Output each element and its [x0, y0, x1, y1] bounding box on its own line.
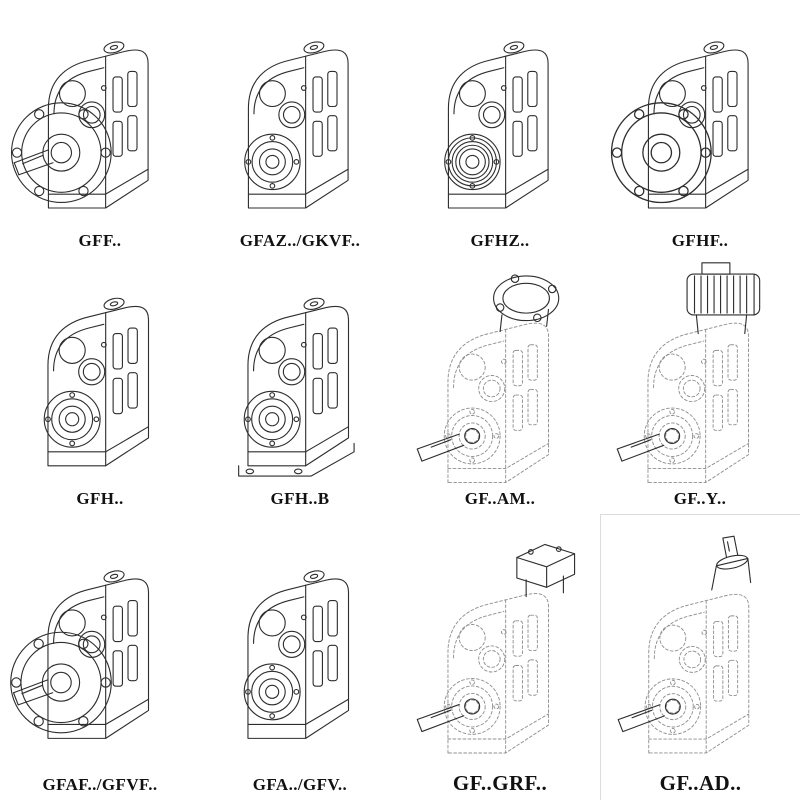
hollow-shaft-hub	[244, 134, 301, 191]
gearbox-drawing-foot-mounted	[202, 258, 398, 488]
technical-drawing	[617, 535, 752, 754]
model-label: GF..AM..	[464, 489, 536, 509]
catalog-item-gfh: GFH..	[0, 256, 200, 514]
technical-drawing	[10, 39, 149, 209]
model-label: GFHF..	[671, 231, 729, 251]
model-label: GFA../GFV..	[252, 775, 348, 795]
model-label: GFF..	[78, 231, 122, 251]
technical-drawing	[244, 39, 349, 209]
model-label: GF..Y..	[673, 489, 727, 509]
cover-attachment-box	[516, 543, 576, 597]
catalog-item-gfhz: GFHZ..	[400, 0, 600, 256]
technical-drawing	[616, 262, 761, 484]
technical-drawing	[416, 274, 560, 484]
gearbox-drawing-cover-attachment	[402, 516, 598, 770]
gearbox-housing-phantom	[647, 323, 749, 484]
model-label: GF..AD..	[659, 770, 742, 795]
gearbox-housing	[247, 578, 349, 739]
catalog-item-gf-ad: GF..AD..	[600, 514, 800, 800]
gearbox-drawing-iec-adapter	[402, 258, 598, 488]
technical-drawing	[416, 543, 576, 754]
catalog-item-gf-am: GF..AM..	[400, 256, 600, 514]
gearbox-drawing-flange-shaft	[2, 2, 198, 230]
gearbox-housing-phantom	[648, 593, 750, 754]
model-label: GFH..B	[270, 489, 330, 509]
iec-input-flange	[492, 274, 560, 333]
output-flange	[610, 102, 712, 204]
gearbox-housing	[647, 49, 749, 209]
gearbox-housing	[47, 306, 149, 467]
catalog-item-gf-grf: GF..GRF..	[400, 514, 600, 800]
catalog-item-gfaz-gkvf: GFAZ../GKVF..	[200, 0, 400, 256]
gearbox-drawing-hollow-shaft	[202, 2, 398, 230]
model-label: GFHZ..	[470, 231, 530, 251]
gearbox-drawing-hollow-shaft-shrink-disc	[402, 2, 598, 230]
model-label: GFAF../GFVF..	[42, 775, 158, 795]
gearbox-housing	[47, 49, 149, 209]
technical-drawing	[10, 568, 149, 739]
catalog-item-gfaf-gfvf: GFAF../GFVF..	[0, 514, 200, 800]
hollow-shaft-hub	[43, 391, 101, 449]
model-label: GFH..	[76, 489, 124, 509]
input-shaft-adapter	[711, 535, 752, 591]
output-flange	[10, 631, 112, 734]
catalog-item-gfa-gfv: GFA../GFV..	[200, 514, 400, 800]
technical-drawing	[610, 39, 749, 209]
output-shaft	[12, 679, 54, 706]
technical-drawing	[43, 296, 149, 467]
gearbox-housing	[247, 49, 349, 209]
technical-drawing	[238, 296, 355, 478]
gearbox-drawing-flange-shaft	[2, 516, 198, 774]
output-shaft	[13, 149, 54, 176]
gearbox-drawing-hollow-shaft	[202, 516, 398, 774]
technical-drawing	[243, 568, 349, 739]
catalog-item-gff: GFF..	[0, 0, 200, 256]
output-flange	[10, 102, 112, 204]
technical-drawing	[444, 39, 549, 209]
gearbox-housing-phantom	[447, 592, 549, 754]
gearbox-housing-phantom	[447, 323, 549, 484]
hollow-shaft-hub	[243, 391, 301, 449]
gearbox-housing	[47, 578, 149, 739]
hollow-shaft-hub	[243, 663, 301, 721]
catalog-item-gf-y: GF..Y..	[600, 256, 800, 514]
catalog-item-gfhf: GFHF..	[600, 0, 800, 256]
catalog-item-gfh-b: GFH..B	[200, 256, 400, 514]
model-label: GFAZ../GKVF..	[239, 231, 361, 251]
shrink-disc-rings	[447, 137, 497, 187]
hollow-shaft-hub	[444, 134, 501, 191]
gearbox-drawing-flange	[602, 2, 798, 230]
electric-motor	[686, 262, 761, 335]
gearbox-drawing-input-shaft-adapter	[603, 517, 798, 770]
mounting-foot	[238, 443, 355, 478]
gearbox-drawing-with-motor	[602, 258, 798, 488]
gearbox-housing	[247, 306, 349, 467]
model-label: GF..GRF..	[452, 770, 548, 795]
gearbox-drawing-hollow-shaft	[2, 258, 198, 488]
